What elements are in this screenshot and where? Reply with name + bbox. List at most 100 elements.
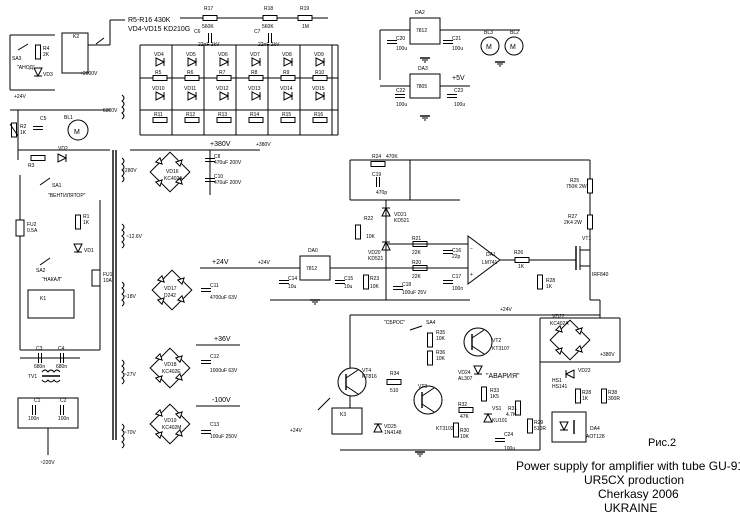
k3-relay	[331, 407, 363, 435]
r34-resistor	[386, 379, 402, 385]
svg-text:+: +	[470, 272, 473, 278]
label-vd13: VD13	[248, 86, 261, 92]
vs1-thyristor-icon	[483, 413, 493, 423]
c17-label: C17	[452, 274, 461, 280]
k2-relay	[61, 32, 89, 74]
fu2-fuse	[15, 219, 25, 237]
svg-text:M: M	[486, 44, 492, 51]
r36-resistor	[427, 350, 433, 366]
sa2-switch-icon[interactable]	[39, 257, 51, 266]
label-vd6: VD6	[218, 52, 228, 58]
c23-capacitor	[446, 94, 458, 98]
r36-value: 10K	[436, 356, 446, 362]
v70-label: ~70V	[124, 430, 136, 436]
r22-label: R22	[364, 216, 373, 222]
caption-line2: UR5CX production	[584, 473, 684, 487]
anod-label: "АНОД"	[17, 65, 35, 71]
vd23-diode-icon	[565, 369, 575, 379]
sa1-switch-icon[interactable]	[39, 177, 51, 186]
c24-capacitor	[494, 438, 506, 442]
r1-resistor	[75, 214, 81, 230]
c5-capacitor	[32, 126, 44, 130]
da0-type: 7812	[306, 266, 317, 272]
c20-label: C20	[396, 36, 405, 42]
vd25-diode-icon	[373, 423, 383, 433]
r36-label: R36	[436, 350, 445, 356]
diode-vd15	[315, 91, 325, 101]
label-r16: R16	[314, 112, 323, 118]
diode-vd7	[251, 57, 261, 67]
v2000-label: +2000V	[80, 71, 98, 77]
ground-icon	[494, 61, 506, 67]
vd24-type: AL307	[458, 376, 473, 382]
r24-value: 470K	[386, 154, 398, 160]
v36-label: +36V	[214, 336, 231, 343]
vt1-type: IRF840	[592, 272, 609, 278]
vd25-type: 1N4148	[384, 430, 402, 436]
vm100-label: -100V	[212, 397, 231, 404]
vt4-label: VT4	[362, 368, 371, 374]
vd1-led-icon	[73, 243, 83, 253]
r30-label: R30	[460, 428, 469, 434]
r4-label: R4	[43, 46, 50, 52]
c2-value: 100n	[58, 416, 69, 422]
da2-type: 7812	[416, 28, 427, 34]
r18-value: 560K	[262, 24, 274, 30]
c12-capacitor	[200, 360, 212, 364]
c19-value: 470p	[376, 190, 387, 196]
c1-capacitor	[32, 404, 36, 416]
r22-resistor	[355, 224, 361, 240]
c11-label: C11	[210, 283, 219, 289]
da0-label: DA0	[308, 248, 318, 254]
vd16-label: VD16	[166, 169, 179, 175]
r33-value: 1K5	[490, 394, 499, 400]
label-r10: R10	[315, 70, 324, 76]
c19-label: C19	[372, 172, 381, 178]
c3-value: 680n	[34, 364, 45, 370]
c4-value: 680n	[56, 364, 67, 370]
vd23-label: VD23	[578, 368, 591, 374]
vt2-transistor-icon	[463, 327, 493, 357]
r31-value: 4.7K	[506, 412, 517, 418]
label-vd8: VD8	[282, 52, 292, 58]
r19-label: R19	[300, 6, 309, 12]
resistor-r9	[280, 75, 296, 81]
r31-label: R31	[508, 406, 517, 412]
ground-icon	[419, 57, 431, 63]
r23-value: 10K	[370, 284, 380, 290]
resistor-r12	[184, 117, 200, 123]
r33-resistor	[481, 386, 487, 402]
vd20-label: VD20	[368, 250, 381, 256]
r17-value: 560K	[202, 24, 214, 30]
resistor-r16	[312, 117, 328, 123]
r32-resistor	[458, 407, 474, 413]
sa3-switch-icon[interactable]	[17, 43, 29, 51]
avaria-label: "АВАРИЯ"	[486, 373, 520, 380]
c22-capacitor	[394, 94, 406, 98]
sa4-button-icon[interactable]	[409, 325, 423, 331]
vt3-type: KT3102	[436, 426, 454, 432]
r19-value: 1M	[302, 24, 309, 30]
tv1-transformer	[41, 369, 61, 383]
r27-value: 2K4 2W	[564, 220, 582, 226]
r3-resistor	[30, 155, 46, 161]
bl2-fan-icon	[504, 36, 524, 56]
c3-label: C3	[36, 346, 43, 352]
resistor-r7	[216, 75, 232, 81]
vt2-label: VT2	[492, 338, 501, 344]
diode-vd6	[219, 57, 229, 67]
vd3-label: VD3	[43, 72, 53, 78]
r28-label: R28	[546, 278, 555, 284]
v18-label: ~18V	[124, 294, 136, 300]
nakal-label: "НАКАЛ"	[42, 277, 62, 283]
ground-icon	[414, 451, 426, 457]
bl3-fan-icon	[480, 36, 500, 56]
v5-label: +5V	[452, 75, 465, 82]
r28b-resistor	[575, 388, 581, 404]
v24-feed-label: +24V	[258, 260, 270, 266]
c2-capacitor	[60, 404, 64, 416]
r17-resistor	[202, 15, 218, 21]
r28b-label: R28	[582, 390, 591, 396]
sbros-label: "СБРОС"	[384, 320, 405, 326]
label-r5: R5	[155, 70, 162, 76]
